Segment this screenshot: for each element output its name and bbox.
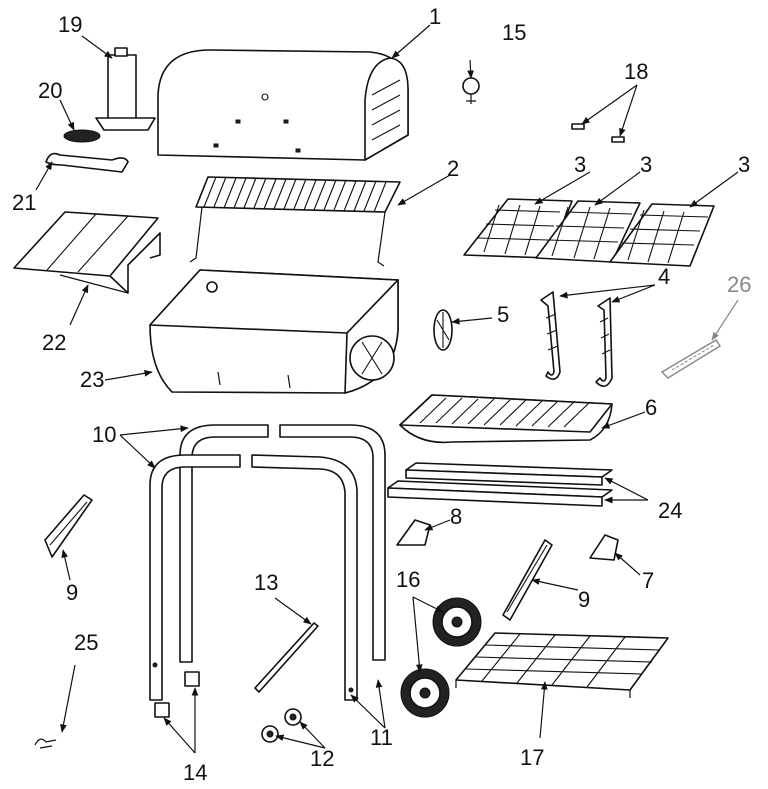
part-pan-brackets bbox=[540, 291, 613, 387]
part-bracket-left bbox=[44, 494, 93, 558]
leader-lines bbox=[35, 24, 739, 754]
callout-11: 11 bbox=[370, 725, 393, 750]
callout-13: 13 bbox=[254, 570, 278, 595]
part-axle bbox=[254, 622, 319, 693]
part-pins bbox=[571, 123, 625, 143]
part-lid-handle bbox=[45, 152, 129, 173]
callout-8: 8 bbox=[450, 504, 462, 529]
callout-15: 15 bbox=[502, 20, 526, 45]
callout-18: 18 bbox=[624, 59, 648, 84]
callout-26: 26 bbox=[727, 272, 751, 297]
part-warming-rack bbox=[189, 176, 401, 267]
callout-9a: 9 bbox=[66, 580, 78, 605]
callout-numbers: 1 2 3 3 3 4 5 6 7 8 9 9 10 11 12 13 14 1… bbox=[12, 4, 751, 785]
part-bottom-rack bbox=[455, 632, 669, 698]
part-smoke-stack bbox=[95, 47, 156, 131]
callout-3a: 3 bbox=[574, 152, 586, 177]
callout-16: 16 bbox=[396, 567, 420, 592]
callout-9b: 9 bbox=[578, 587, 590, 612]
part-cooking-grate-2 bbox=[535, 200, 641, 263]
callout-21: 21 bbox=[12, 190, 36, 215]
part-small-25 bbox=[34, 738, 57, 749]
part-firebox bbox=[149, 269, 399, 394]
callout-25: 25 bbox=[74, 630, 98, 655]
part-side-shelf bbox=[13, 211, 161, 294]
part-leg-caps bbox=[154, 671, 200, 718]
part-thermometer bbox=[462, 77, 480, 104]
callout-4: 4 bbox=[658, 264, 670, 289]
part-bracket-right bbox=[502, 539, 553, 621]
part-damper bbox=[433, 309, 453, 351]
part-cooking-grate-3 bbox=[609, 203, 715, 267]
part-lid bbox=[157, 49, 409, 161]
part-handle-grip bbox=[63, 129, 101, 143]
part-bracket-small-8 bbox=[396, 519, 431, 546]
part-tool bbox=[660, 339, 721, 379]
part-charcoal-pan bbox=[399, 394, 613, 444]
callout-10: 10 bbox=[92, 422, 116, 447]
callout-19: 19 bbox=[58, 12, 82, 37]
callout-24: 24 bbox=[658, 498, 682, 523]
part-leg-frames bbox=[149, 424, 386, 701]
callout-12: 12 bbox=[310, 746, 334, 771]
callout-14: 14 bbox=[183, 760, 207, 785]
callout-6: 6 bbox=[645, 395, 657, 420]
callout-3b: 3 bbox=[640, 152, 652, 177]
callout-2: 2 bbox=[447, 156, 459, 181]
callout-23: 23 bbox=[80, 367, 104, 392]
callout-3c: 3 bbox=[738, 152, 750, 177]
part-slats bbox=[387, 462, 613, 507]
callout-7: 7 bbox=[642, 568, 654, 593]
callout-20: 20 bbox=[38, 78, 62, 103]
callout-5: 5 bbox=[497, 302, 509, 327]
callout-22: 22 bbox=[42, 330, 66, 355]
part-bracket-small-7 bbox=[589, 534, 619, 561]
part-wheels bbox=[400, 597, 482, 718]
callout-17: 17 bbox=[520, 745, 544, 770]
part-hubcaps bbox=[261, 708, 302, 743]
callout-1: 1 bbox=[429, 4, 441, 29]
